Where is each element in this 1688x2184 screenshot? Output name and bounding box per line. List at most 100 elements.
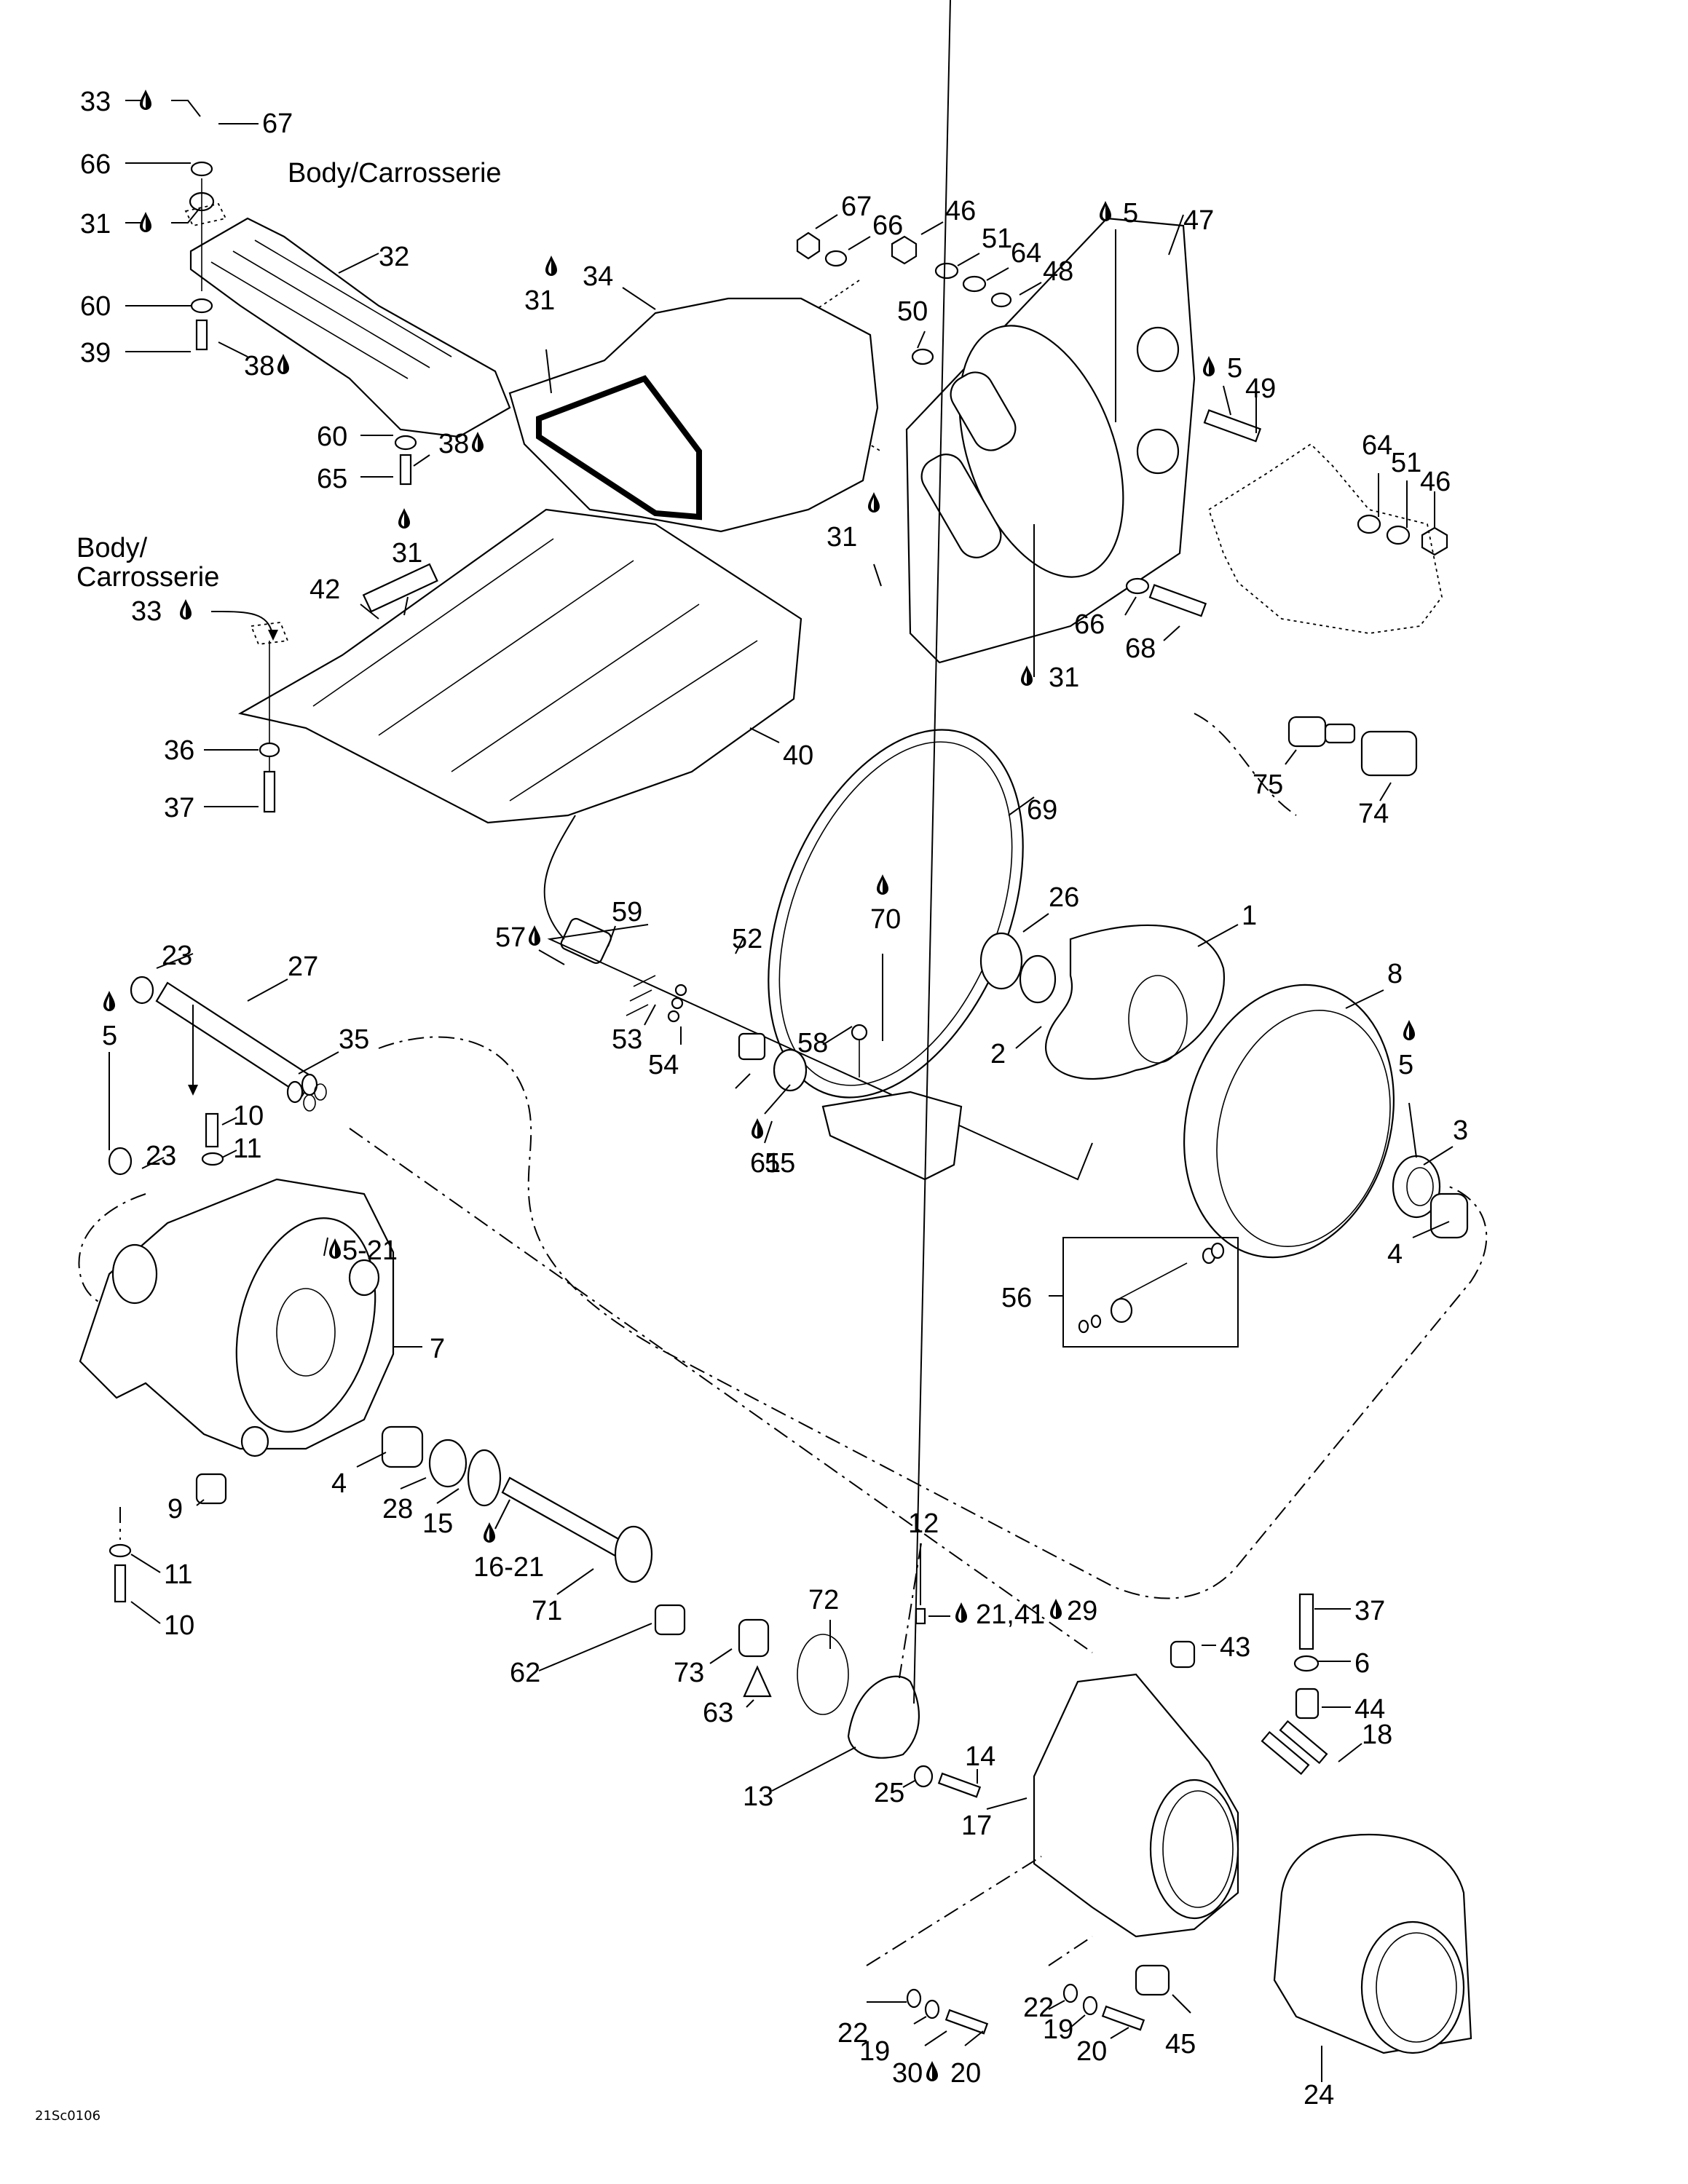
parts-74-75 [1287,716,1418,777]
callout-4: 4 [331,1468,347,1499]
lubricant-drop-icon [1050,1599,1062,1619]
callout-31: 31 [827,522,857,553]
callout-39: 39 [80,338,111,368]
part-6-washer [1293,1655,1320,1672]
callout-70: 70 [870,904,901,935]
lubricant-drop-icon [140,90,151,110]
part-17-venturi [1033,1673,1239,1938]
callout-29: 29 [1067,1596,1097,1626]
callout-45: 45 [1165,2029,1196,2060]
callout-10: 10 [233,1101,264,1131]
part-47-cover-plate [905,217,1196,664]
lubricant-drop-icon [277,354,289,374]
callout-43: 43 [1220,1632,1250,1663]
callout-74: 74 [1358,799,1389,829]
body-note-mid-2: Carrosserie [76,562,219,593]
callout-61: 61 [750,1148,781,1179]
callout-55: 55 [765,1148,795,1179]
callout-52: 52 [732,924,762,954]
callout-53: 53 [612,1024,642,1055]
part-4-bearing-left [381,1425,424,1468]
callout-19: 19 [1043,2014,1073,2045]
callout-27: 27 [288,951,318,982]
part-18-pin-b [1261,1730,1310,1776]
callout-13: 13 [743,1781,773,1812]
part-11-washer-top [201,1152,224,1166]
callout-11: 11 [233,1133,261,1164]
callout-5: 5 [102,1021,117,1051]
body-note-top: Body/Carrosserie [288,158,502,189]
callout-47: 47 [1183,205,1214,236]
callout-59: 59 [612,897,642,927]
lubricant-drop-icon [398,508,410,529]
callout-21-41: 21,41 [976,1599,1045,1630]
part-12-screw [915,1607,926,1625]
lubricant-drop-icon [545,256,557,276]
callout-34: 34 [583,261,613,292]
callout-33: 33 [131,596,162,627]
callout-5: 5 [1123,198,1138,229]
callout-37: 37 [164,793,194,823]
leader-sensor-to-body [543,815,576,940]
callout-58: 58 [797,1028,828,1059]
callout-31: 31 [80,209,111,240]
callout-6: 6 [1354,1648,1370,1679]
callout-32: 32 [379,242,409,272]
callout-28: 28 [382,1494,413,1524]
alignment-line-reverse [1194,713,1297,816]
part-63-spring [743,1665,772,1698]
callout-25: 25 [874,1778,904,1808]
callout-14: 14 [965,1741,995,1772]
lubricant-drop-icon [484,1522,495,1543]
callout-51: 51 [1391,448,1421,478]
part-2-sleeve [1019,954,1057,1004]
callout-24: 24 [1304,2080,1334,2110]
part-73-cap [738,1618,770,1658]
callout-5-21: 5-21 [342,1235,398,1266]
alignment-line-housing [78,1193,168,1326]
callout-23: 23 [162,941,192,971]
callout-31: 31 [392,538,422,569]
lubricant-drop-icon [955,1602,967,1623]
callout-33: 33 [80,87,111,117]
callout-71: 71 [532,1596,562,1626]
part-56-kit-box [1062,1237,1239,1348]
lubricant-drop-icon [1100,201,1111,221]
callout-54: 54 [648,1050,679,1080]
callout-63: 63 [703,1698,733,1728]
part-4-bearing-right [1429,1192,1469,1239]
alignment-line-shaft [349,1128,1093,1653]
part-40-support [237,508,802,824]
lubricant-drop-icon [1403,1020,1415,1040]
part-11-washer-bottom [109,1543,132,1558]
part-44-bushing [1295,1688,1320,1720]
part-43-grommet [1170,1640,1196,1669]
fasteners-47 [796,232,1448,617]
lubricant-drop-icon [1203,356,1215,376]
callout-5: 5 [1227,353,1242,384]
callout-12: 12 [908,1508,939,1539]
part-8-wear-ring [1183,984,1395,1259]
callout-22: 22 [1023,1993,1054,2023]
callout-57: 57 [495,922,526,953]
part-28-washer [428,1439,468,1488]
part-26-seal [979,932,1023,990]
part-23-seal-side [108,1147,133,1176]
lubricant-drop-icon [926,2061,938,2081]
callout-17: 17 [961,1811,992,1841]
lubricant-drop-icon [752,1118,763,1139]
part-13-cone [847,1675,920,1759]
part-25-washer [913,1765,934,1788]
callout-49: 49 [1245,373,1276,404]
callout-64: 64 [1362,430,1392,461]
lubricant-drop-icon [1021,665,1033,686]
callout-36: 36 [164,735,194,766]
leader-lines [125,0,1454,2082]
part-18-pin-a [1279,1720,1328,1765]
callout-69: 69 [1027,795,1057,826]
callout-30: 30 [892,2058,923,2089]
part-34-cover [508,297,879,533]
lubricant-drop-icon [868,492,880,513]
callout-72: 72 [808,1585,839,1615]
